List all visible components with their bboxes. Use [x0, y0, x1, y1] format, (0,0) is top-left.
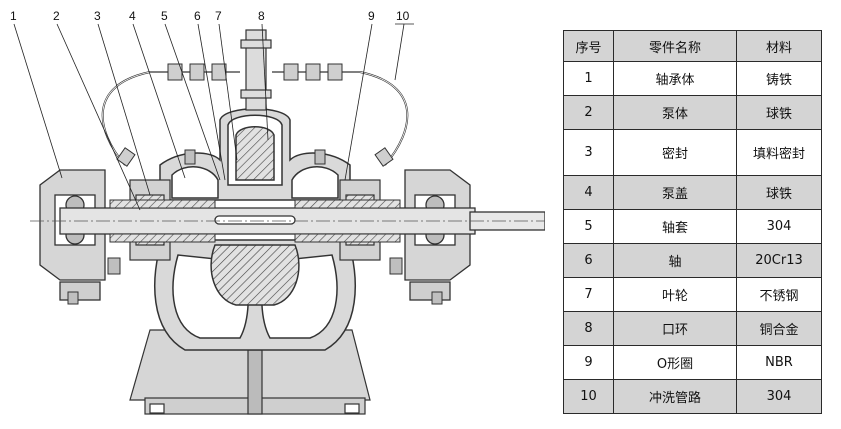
cell-name: 冲洗管路 — [613, 379, 737, 414]
cell-material: 填料密封 — [736, 129, 822, 176]
bolts — [67, 149, 443, 305]
table-row: 7 叶轮 不锈钢 — [563, 277, 822, 312]
cell-no: 9 — [563, 345, 614, 380]
cell-name: 叶轮 — [613, 277, 737, 312]
cell-no: 7 — [563, 277, 614, 312]
callout-5: 5 — [161, 9, 168, 23]
header-no: 序号 — [563, 30, 614, 62]
cell-material: 304 — [736, 209, 822, 244]
cell-no: 2 — [563, 95, 614, 130]
cell-no: 3 — [563, 129, 614, 176]
header-material: 材料 — [736, 30, 822, 62]
cell-name: 口环 — [613, 311, 737, 346]
table-row: 5 轴套 304 — [563, 209, 822, 244]
cell-name: 泵盖 — [613, 175, 737, 210]
cell-material: NBR — [736, 345, 822, 380]
callout-labels: 1 2 3 4 5 6 7 8 9 10 — [10, 9, 410, 23]
cell-material: 铜合金 — [736, 311, 822, 346]
callout-8: 8 — [258, 9, 265, 23]
table-row: 10 冲洗管路 304 — [563, 379, 822, 414]
table-row: 1 轴承体 铸铁 — [563, 61, 822, 96]
table-row: 4 泵盖 球铁 — [563, 175, 822, 210]
callout-3: 3 — [94, 9, 101, 23]
table-row: 6 轴 20Cr13 — [563, 243, 822, 278]
bearing-housing-right — [404, 169, 471, 301]
table-row: 2 泵体 球铁 — [563, 95, 822, 130]
callout-4: 4 — [129, 9, 136, 23]
discharge-nozzle — [240, 29, 272, 111]
shaft-sleeves — [109, 199, 401, 243]
callout-6: 6 — [194, 9, 201, 23]
cell-material: 20Cr13 — [736, 243, 822, 278]
flush-piping — [101, 71, 409, 166]
callout-7: 7 — [215, 9, 222, 23]
callout-10: 10 — [396, 9, 410, 23]
pump-cover — [159, 108, 351, 201]
flush-fittings — [116, 63, 394, 167]
callout-2: 2 — [53, 9, 60, 23]
header-part-name: 零件名称 — [613, 30, 737, 62]
cell-material: 球铁 — [736, 95, 822, 130]
callout-1: 1 — [10, 9, 17, 23]
cell-material: 铸铁 — [736, 61, 822, 96]
table-row: 3 密封 填料密封 — [563, 129, 822, 176]
cell-name: 轴 — [613, 243, 737, 278]
cell-name: 轴承体 — [613, 61, 737, 96]
cell-no: 1 — [563, 61, 614, 96]
bearing-housing-left — [39, 169, 106, 301]
cell-no: 6 — [563, 243, 614, 278]
cell-no: 10 — [563, 379, 614, 414]
pump-body — [154, 239, 356, 351]
shaft — [30, 207, 545, 235]
cell-material: 304 — [736, 379, 822, 414]
cell-name: 轴套 — [613, 209, 737, 244]
cell-name: O形圈 — [613, 345, 737, 380]
pump-cross-section-drawing: 1 2 3 4 5 6 7 8 9 10 — [10, 9, 545, 415]
table-header-row: 序号 零件名称 材料 — [563, 30, 822, 62]
cell-no: 5 — [563, 209, 614, 244]
cell-name: 泵体 — [613, 95, 737, 130]
cell-material: 不锈钢 — [736, 277, 822, 312]
table-row: 9 O形圈 NBR — [563, 345, 822, 380]
cell-name: 密封 — [613, 129, 737, 176]
callout-9: 9 — [368, 9, 375, 23]
cell-no: 8 — [563, 311, 614, 346]
parts-table: 序号 零件名称 材料 1 轴承体 铸铁 2 泵体 球铁 3 密封 填料密封 4 … — [563, 30, 822, 414]
cell-no: 4 — [563, 175, 614, 210]
leader-lines — [13, 23, 414, 211]
table-row: 8 口环 铜合金 — [563, 311, 822, 346]
cell-material: 球铁 — [736, 175, 822, 210]
